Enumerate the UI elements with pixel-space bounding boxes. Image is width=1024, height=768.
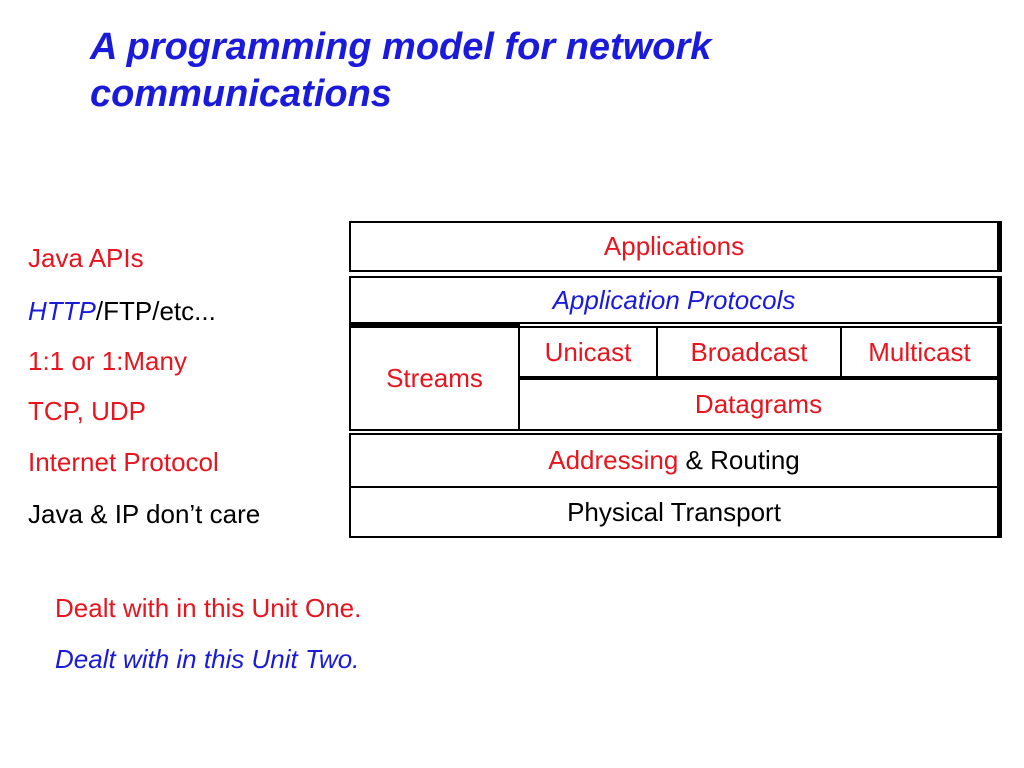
layer-streams: Streams xyxy=(349,326,520,431)
layer-datagrams: Datagrams xyxy=(518,378,999,431)
label-one-to-many: 1:1 or 1:Many xyxy=(28,346,187,376)
layer-application-protocols: Application Protocols xyxy=(349,276,999,324)
layer-applications: Applications xyxy=(349,221,999,272)
label-java-apis: Java APIs xyxy=(28,243,144,273)
label-dont-care: Java & IP don’t care xyxy=(28,499,261,529)
legend-unit-two: Dealt with in this Unit Two. xyxy=(55,644,360,674)
page-title: A programming model for network communic… xyxy=(90,24,990,118)
title-line-1: A programming model for network xyxy=(90,26,712,68)
label-http-ftp: HTTP/FTP/etc... xyxy=(28,296,216,326)
layer-broadcast: Broadcast xyxy=(656,326,842,378)
layer-routing-text: & Routing xyxy=(678,445,800,475)
label-http: HTTP xyxy=(28,296,96,326)
layer-addressing-text: Addressing xyxy=(548,445,679,475)
title-line-2: communications xyxy=(90,73,392,115)
label-tcp-udp: TCP, UDP xyxy=(28,396,146,426)
layer-physical-transport: Physical Transport xyxy=(349,486,999,538)
label-internet-protocol: Internet Protocol xyxy=(28,447,219,477)
layer-unicast: Unicast xyxy=(518,326,658,378)
legend-unit-one: Dealt with in this Unit One. xyxy=(55,593,362,623)
layer-multicast: Multicast xyxy=(840,326,999,378)
label-ftp-etc: /FTP/etc... xyxy=(95,296,216,326)
layer-addressing-routing: Addressing & Routing xyxy=(349,433,999,488)
